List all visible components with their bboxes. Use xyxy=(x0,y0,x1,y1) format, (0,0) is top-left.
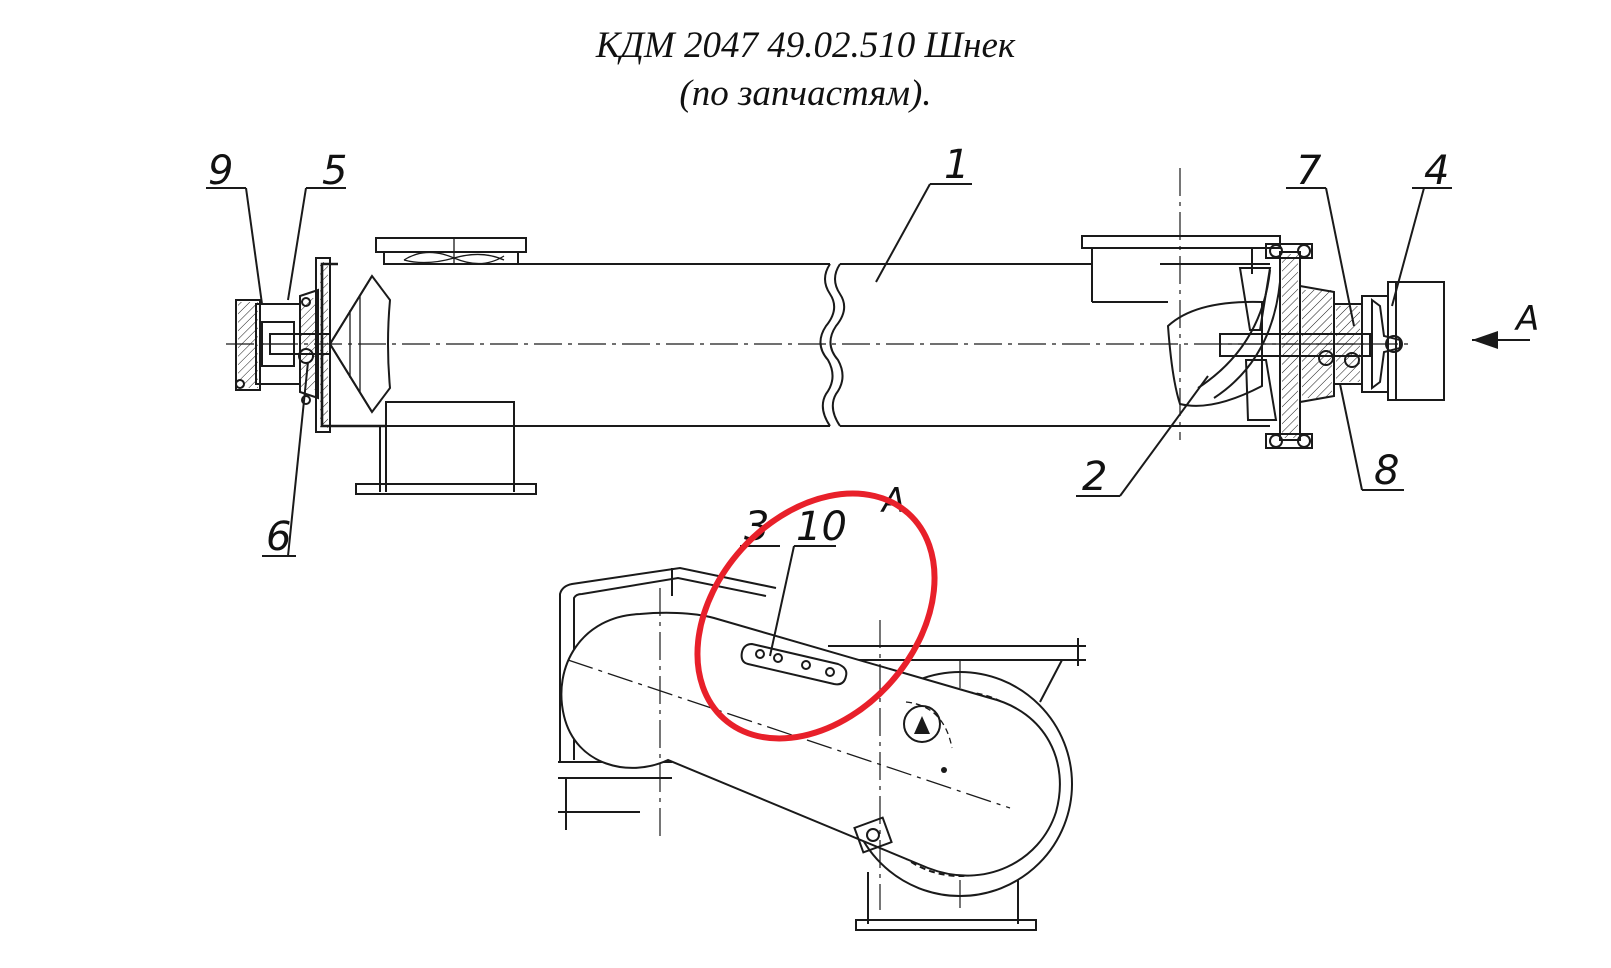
callout-6: 6 xyxy=(266,514,291,560)
callout-4: 4 xyxy=(1424,148,1449,194)
callout-9: 9 xyxy=(208,148,233,194)
callout-10: 10 xyxy=(796,504,847,550)
view-direction-arrow: A xyxy=(1472,299,1539,349)
title-line-2: (по запчастям). xyxy=(679,73,932,114)
outlet-chute-left xyxy=(355,401,537,495)
callout-7: 7 xyxy=(1296,148,1322,194)
title-line-1: КДМ 2047 49.02.510 Шнек xyxy=(595,25,1016,66)
callout-1: 1 xyxy=(944,142,969,188)
drawing-title: КДМ 2047 49.02.510 Шнек (по запчастям). xyxy=(0,22,1611,118)
right-end-drive xyxy=(1160,243,1445,449)
view-arrow-label: A xyxy=(1514,299,1539,339)
belt-guard xyxy=(560,588,1061,910)
highlight-circle xyxy=(694,490,938,742)
auger-side-view: A 9 5 1 7 4 6 xyxy=(206,142,1539,560)
callout-5: 5 xyxy=(322,148,347,194)
inspection-hatch xyxy=(375,237,527,265)
drive-view-a: 3 10 A xyxy=(558,481,1086,931)
tension-plate-part-10 xyxy=(740,642,848,686)
drive-outlet-chute xyxy=(828,638,1086,931)
left-end-cover xyxy=(235,257,392,433)
inlet-hopper-right xyxy=(1081,168,1281,440)
callout-8: 8 xyxy=(1374,448,1399,494)
callouts-top: 9 5 1 7 4 6 2 xyxy=(206,142,1452,560)
callout-2: 2 xyxy=(1082,454,1107,500)
